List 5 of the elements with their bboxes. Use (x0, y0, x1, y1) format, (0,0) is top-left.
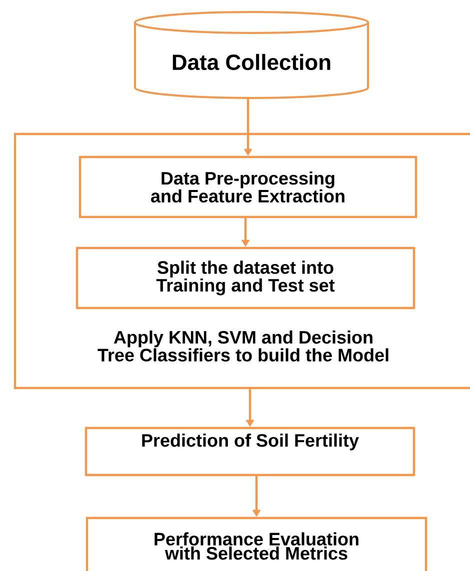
process-box: Prediction of Soil Fertility (84, 426, 416, 476)
database-cylinder: Data Collection (134, 11, 369, 99)
process-box: Data Pre-processing and Feature Extraction (78, 156, 418, 218)
process-box: Split the dataset into Training and Test set (76, 246, 416, 310)
process-box: Performance Evaluation with Selected Metrics (86, 516, 428, 571)
